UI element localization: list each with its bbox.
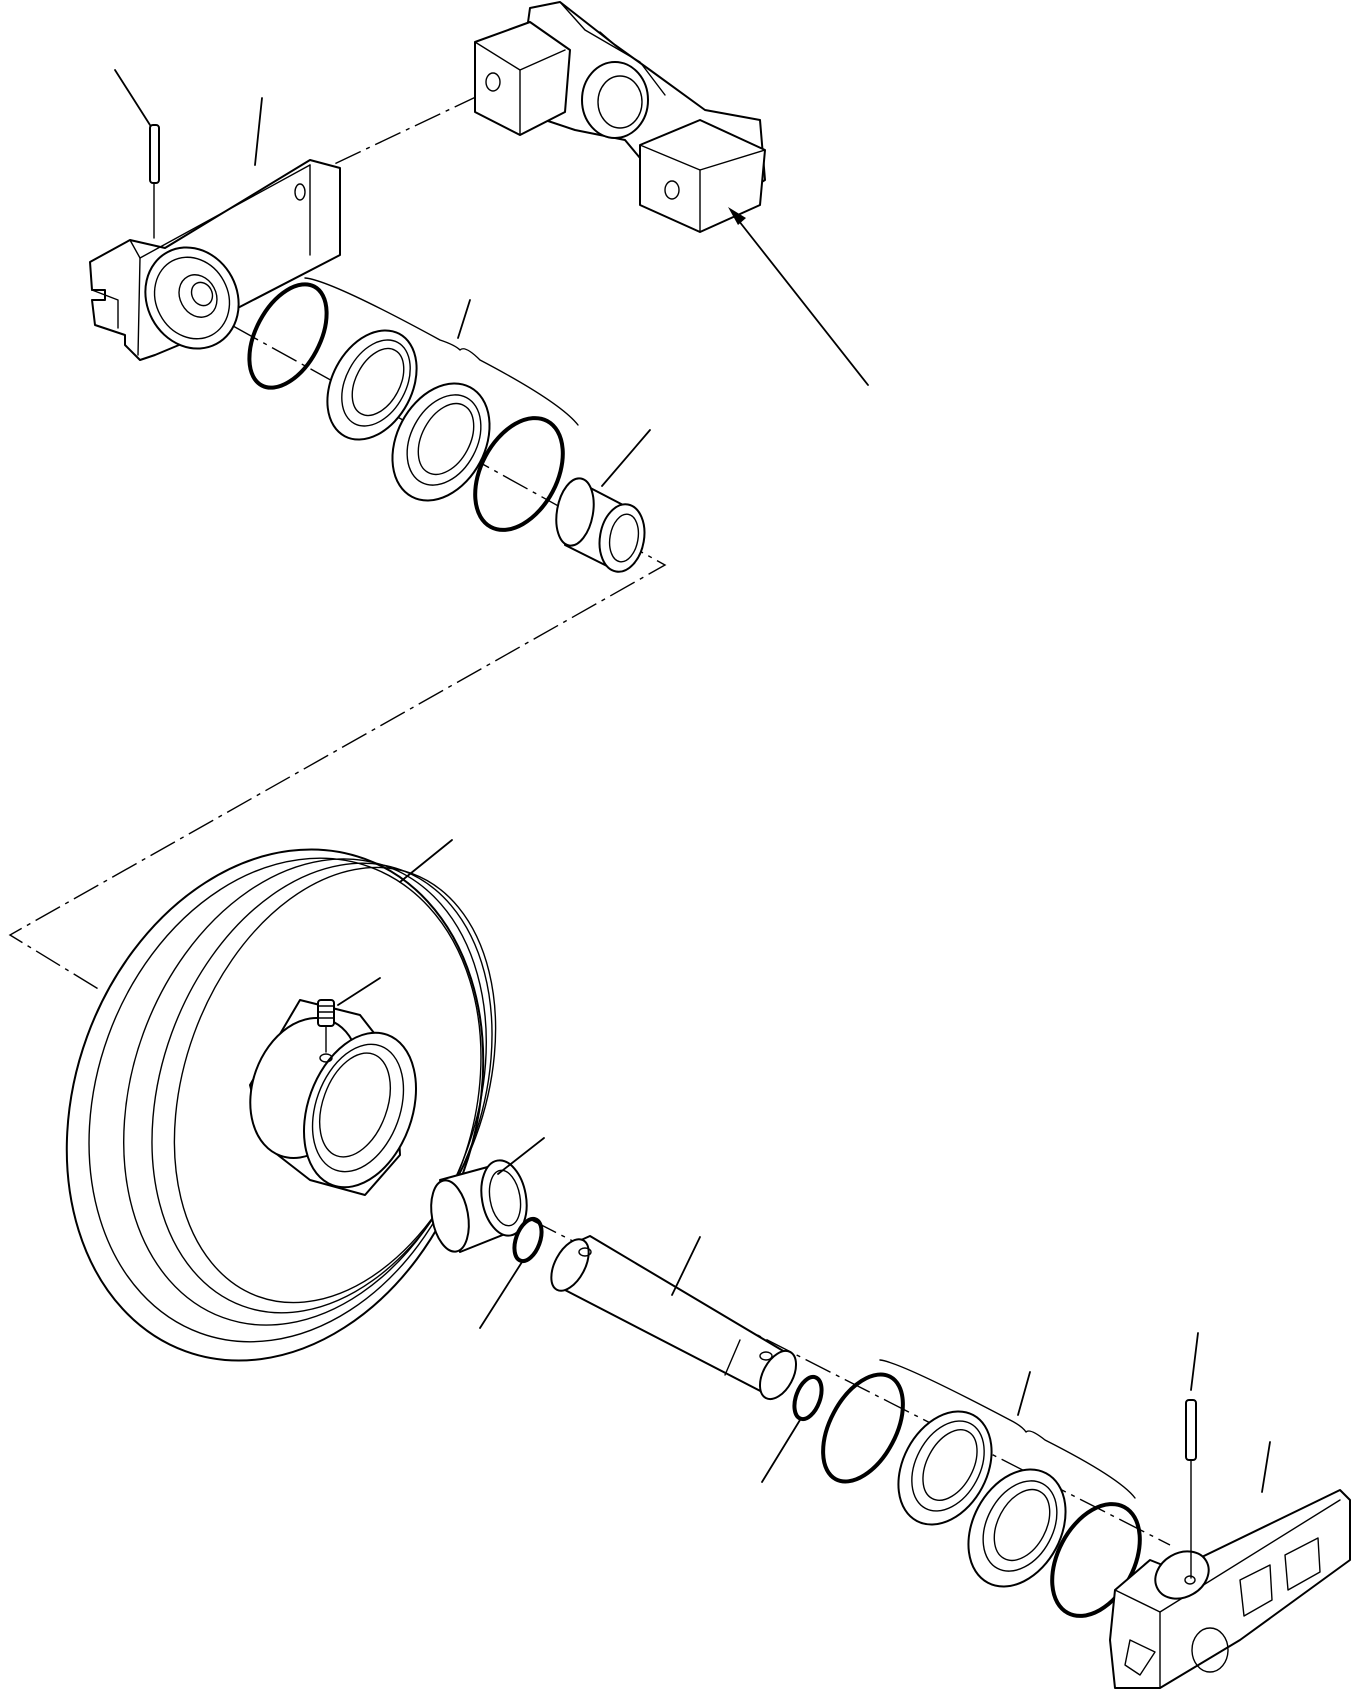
floating-seal-upper-1 [309, 315, 434, 455]
plug-screw [318, 1000, 334, 1062]
o-ring-lower-1 [807, 1361, 920, 1494]
yoke-bracket [475, 2, 765, 232]
o-ring-upper-1 [233, 272, 342, 401]
o-ring-upper-2 [457, 403, 580, 545]
bushing-lower [426, 1157, 532, 1255]
floating-seal-upper-2 [373, 367, 509, 518]
bracket-lower [1110, 1490, 1350, 1688]
pin-upper [150, 125, 159, 238]
idler-wheel [0, 790, 553, 1419]
leader-lines [115, 70, 1270, 1492]
floating-seal-lower-2 [949, 1453, 1085, 1604]
o-ring-small-1 [509, 1215, 547, 1265]
seal-group-brace-upper [305, 278, 578, 425]
shaft [544, 1233, 804, 1405]
floating-seal-lower-1 [880, 1395, 1011, 1540]
seal-group-brace-lower [880, 1360, 1135, 1498]
bracket-upper [90, 160, 340, 365]
direction-arrow [728, 207, 868, 385]
bushing-upper [551, 475, 649, 575]
pin-lower [1186, 1400, 1196, 1578]
o-ring-small-2 [789, 1373, 827, 1423]
